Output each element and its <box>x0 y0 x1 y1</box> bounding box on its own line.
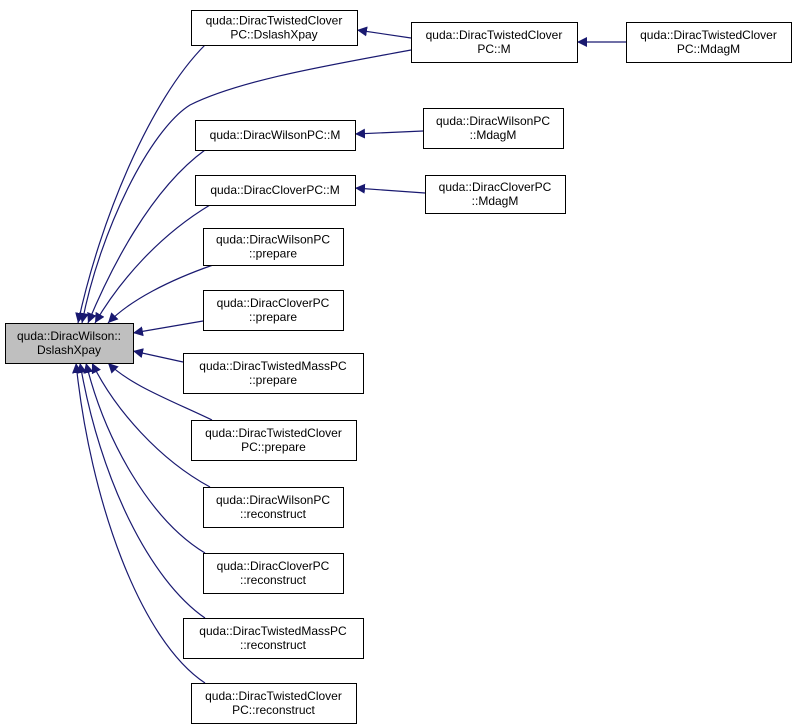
node-label-line: quda::DiracTwistedClover <box>426 28 563 42</box>
node-box[interactable] <box>191 683 357 724</box>
edge-n12-to-root <box>91 362 211 488</box>
node-label-line: ::reconstruct <box>240 573 307 587</box>
node-label-line: PC::MdagM <box>677 42 740 56</box>
node-box[interactable] <box>191 420 357 461</box>
node-box[interactable] <box>191 10 358 46</box>
node-label-line: quda::DiracWilson:: <box>17 329 121 343</box>
node-label-line: quda::DiracCloverPC <box>217 296 330 310</box>
node-root[interactable]: quda::DiracWilson::DslashXpay <box>5 323 134 364</box>
node-n5[interactable]: quda::DiracWilsonPC::MdagM <box>423 108 564 149</box>
node-label-line: ::prepare <box>249 247 297 261</box>
node-box[interactable] <box>183 618 364 659</box>
edge-n6-to-root <box>94 204 211 324</box>
edges-layer <box>72 26 626 684</box>
node-label-line: ::prepare <box>249 373 297 387</box>
node-label-line: PC::M <box>477 42 510 56</box>
node-n10[interactable]: quda::DiracTwistedMassPC::prepare <box>183 353 364 394</box>
edge-n7-to-n6 <box>354 183 426 194</box>
node-box[interactable] <box>423 108 564 149</box>
node-label-line: quda::DiracWilsonPC::M <box>210 128 341 142</box>
node-label-line: ::MdagM <box>472 194 519 208</box>
node-box[interactable] <box>195 175 356 206</box>
node-box[interactable] <box>203 487 344 528</box>
node-label-line: ::prepare <box>249 310 297 324</box>
edge-n10-to-root <box>132 348 184 363</box>
edge-n9-to-root <box>132 320 204 337</box>
node-label-line: quda::DiracWilsonPC <box>436 114 550 128</box>
node-label-line: quda::DiracTwistedClover <box>640 28 777 42</box>
node-n9[interactable]: quda::DiracCloverPC::prepare <box>203 290 344 331</box>
node-label-line: quda::DiracTwistedMassPC <box>199 359 347 373</box>
node-label-line: quda::DiracCloverPC <box>217 559 330 573</box>
node-label-line: ::MdagM <box>470 128 517 142</box>
node-box[interactable] <box>425 175 566 214</box>
node-n13[interactable]: quda::DiracCloverPC::reconstruct <box>203 553 344 594</box>
node-label-line: quda::DiracCloverPC <box>439 180 552 194</box>
edge-n2-to-n1 <box>356 26 412 39</box>
edge-n13-to-root <box>83 362 206 554</box>
node-label-line: quda::DiracTwistedMassPC <box>199 624 347 638</box>
node-box[interactable] <box>203 228 344 266</box>
node-box[interactable] <box>626 22 792 63</box>
node-box[interactable] <box>195 120 356 151</box>
node-label-line: quda::DiracWilsonPC <box>216 233 330 247</box>
node-label-line: quda::DiracWilsonPC <box>216 493 330 507</box>
node-label-line: quda::DiracCloverPC::M <box>210 183 339 197</box>
node-label-line: ::reconstruct <box>240 507 307 521</box>
edge-n5-to-n4 <box>354 128 424 139</box>
node-box[interactable] <box>411 22 578 63</box>
edge-n4-to-root <box>87 149 206 324</box>
edge-n15-to-root <box>72 362 206 684</box>
node-n12[interactable]: quda::DiracWilsonPC::reconstruct <box>203 487 344 528</box>
node-label-line: ::reconstruct <box>240 638 307 652</box>
node-box[interactable] <box>183 353 364 394</box>
node-box[interactable] <box>5 323 134 364</box>
node-label-line: DslashXpay <box>37 343 101 357</box>
node-label-line: quda::DiracTwistedClover <box>205 689 342 703</box>
node-label-line: PC::reconstruct <box>232 703 315 717</box>
nodes-layer: quda::DiracWilson::DslashXpayquda::Dirac… <box>5 10 792 724</box>
edge-n2-to-root <box>78 49 412 324</box>
edge-n14-to-root <box>76 362 206 619</box>
node-box[interactable] <box>203 553 344 594</box>
node-n6[interactable]: quda::DiracCloverPC::M <box>195 175 356 206</box>
node-n8[interactable]: quda::DiracWilsonPC::prepare <box>203 228 344 266</box>
node-n14[interactable]: quda::DiracTwistedMassPC::reconstruct <box>183 618 364 659</box>
node-box[interactable] <box>203 290 344 331</box>
node-n7[interactable]: quda::DiracCloverPC::MdagM <box>425 175 566 214</box>
edge-n11-to-root <box>107 362 213 421</box>
node-n4[interactable]: quda::DiracWilsonPC::M <box>195 120 356 151</box>
edge-n1-to-root <box>75 44 206 324</box>
edge-n8-to-root <box>107 264 214 324</box>
node-label-line: PC::prepare <box>241 440 306 454</box>
node-label-line: quda::DiracTwistedClover <box>205 426 342 440</box>
node-label-line: PC::DslashXpay <box>230 28 317 42</box>
node-label-line: quda::DiracTwistedClover <box>206 14 343 28</box>
